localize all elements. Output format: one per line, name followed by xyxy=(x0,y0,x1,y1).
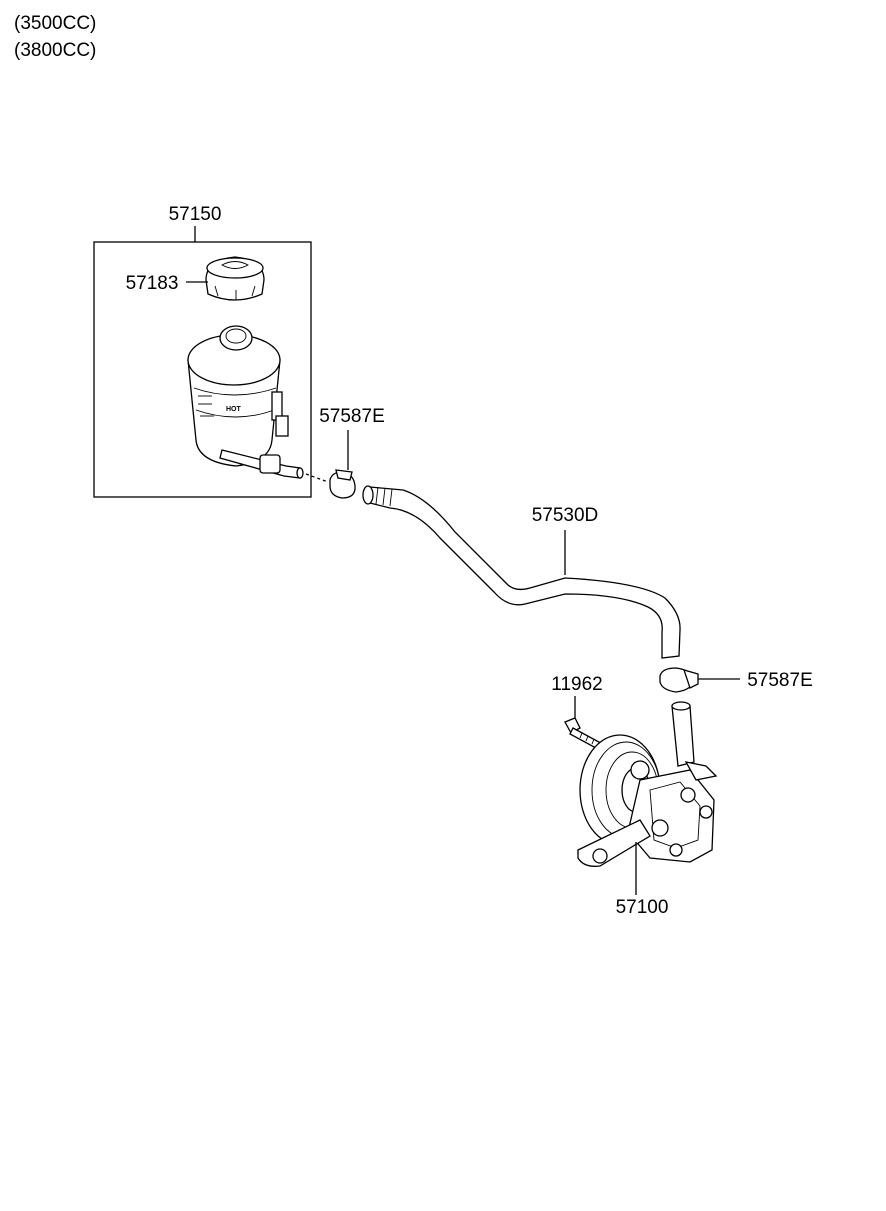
hose-upper-end xyxy=(362,485,374,505)
clamp-upper[interactable]: 57587E xyxy=(319,406,385,499)
pump-fitting xyxy=(651,819,669,837)
callout-57100[interactable]: 57100 xyxy=(616,897,669,918)
callout-57150[interactable]: 57150 xyxy=(169,204,222,225)
clamp-lower[interactable]: 57587E xyxy=(659,667,813,693)
reservoir-filler-neck xyxy=(219,325,253,351)
power-steering-pump[interactable]: 57100 xyxy=(577,701,718,918)
reservoir-tank[interactable]: HOT xyxy=(187,325,329,483)
callout-57530d[interactable]: 57530D xyxy=(532,505,599,526)
pump-inlet-pipe xyxy=(671,705,695,767)
return-hose-body xyxy=(365,486,681,659)
reservoir-tank-body xyxy=(187,359,281,467)
reservoir-hot-mark: HOT xyxy=(226,406,242,413)
reservoir-cap-top xyxy=(206,257,264,279)
callout-57587e-upper[interactable]: 57587E xyxy=(319,406,385,427)
reservoir-assembly-box xyxy=(93,241,312,498)
callout-11962[interactable]: 11962 xyxy=(551,674,602,695)
reservoir-cap[interactable]: 57183 xyxy=(126,256,265,301)
header-engine-3500cc: (3500CC) xyxy=(14,13,97,34)
header-engine-3800cc: (3800CC) xyxy=(14,40,97,61)
callout-57183[interactable]: 57183 xyxy=(126,273,179,294)
reservoir-band xyxy=(193,387,277,396)
return-hose[interactable]: 57530D xyxy=(362,485,681,659)
reservoir-assembly-group[interactable]: 57150 xyxy=(93,204,312,498)
callout-57587e-lower[interactable]: 57587E xyxy=(747,670,813,691)
cap-emblem-icon xyxy=(221,261,249,269)
